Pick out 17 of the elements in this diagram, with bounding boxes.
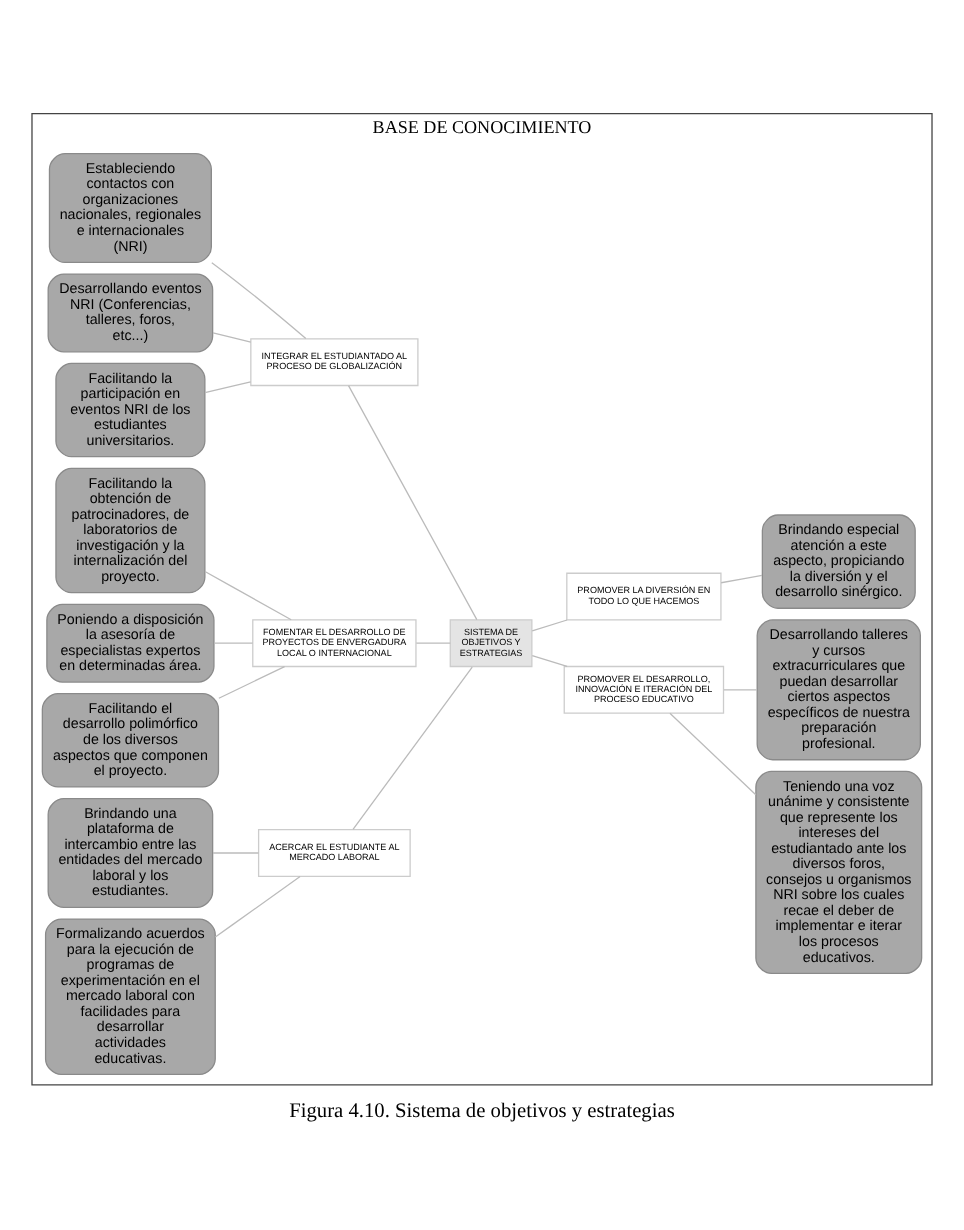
connector	[212, 331, 252, 342]
connector	[669, 711, 757, 795]
caption: Figura 4.10. Sistema de objetivos y estrategias	[289, 1099, 675, 1122]
connector	[720, 573, 763, 583]
connector	[214, 874, 301, 937]
connector	[415, 641, 451, 643]
connector	[723, 688, 758, 690]
connector	[211, 261, 307, 339]
connector	[213, 641, 254, 643]
connector	[218, 664, 286, 698]
connector	[204, 569, 292, 620]
connector	[204, 380, 252, 393]
connector	[347, 384, 478, 620]
connector	[531, 653, 568, 667]
connector	[352, 665, 473, 829]
connector	[212, 851, 260, 853]
connector	[531, 618, 568, 631]
